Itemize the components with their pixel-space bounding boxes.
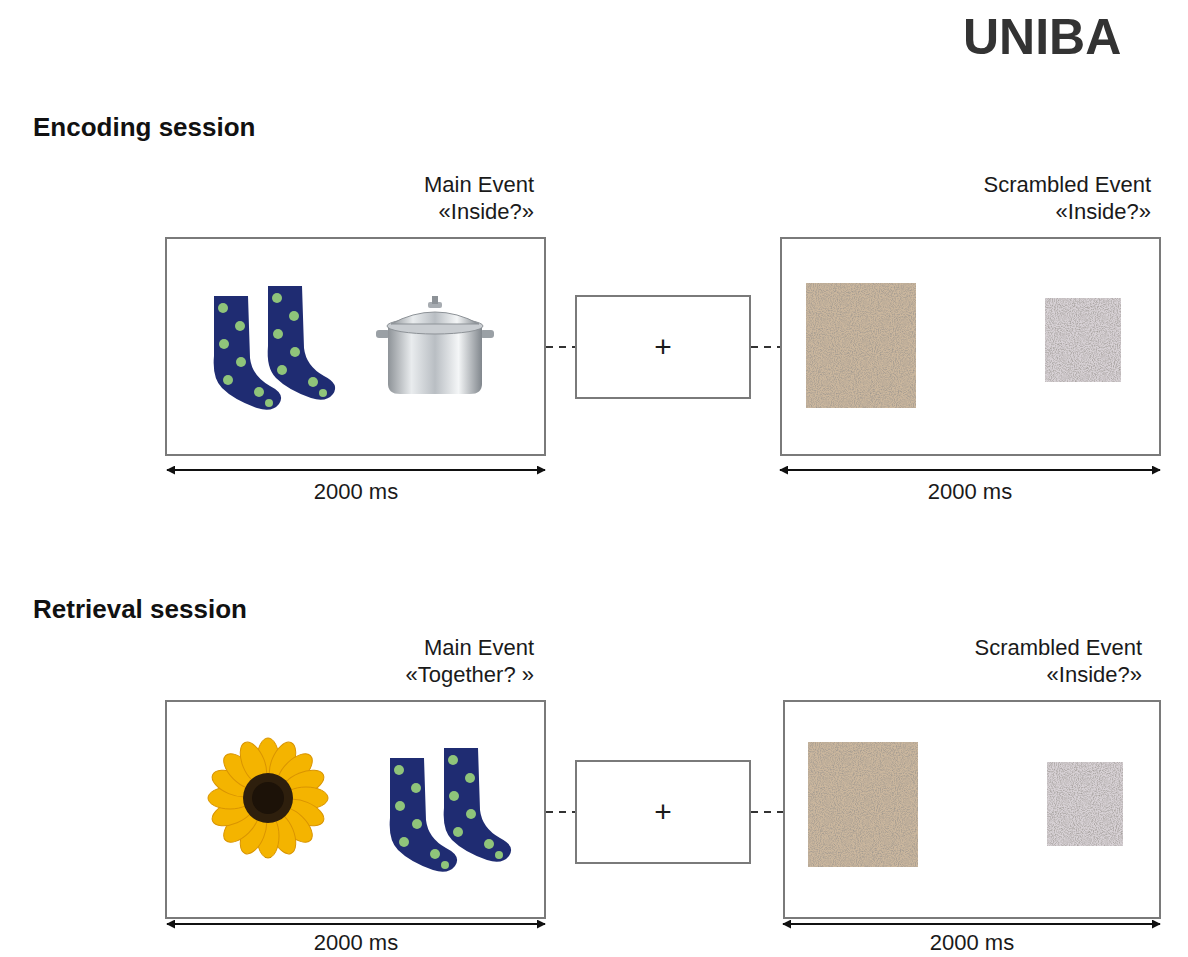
dashed-connector	[751, 346, 780, 348]
event-heading: Scrambled Event «Inside?»	[942, 635, 1142, 688]
fixation-cross: +	[654, 797, 672, 827]
fixation-cross: +	[654, 332, 672, 362]
duration-arrow	[167, 470, 1160, 924]
scrambled-picture	[806, 283, 1121, 408]
dashed-connector	[546, 346, 575, 348]
logo-text: UNIBA	[963, 10, 1121, 65]
dashed-connector	[546, 811, 575, 813]
session-heading: Encoding session	[33, 113, 256, 142]
stimulus-panel: Main Event «Together? »	[165, 700, 546, 919]
pot-picture	[376, 296, 494, 394]
duration-label: 2000 ms	[930, 931, 1014, 955]
stimulus-panel: Scrambled Event «Inside?»	[783, 700, 1161, 919]
session-heading: Retrieval session	[33, 595, 247, 624]
box-content: +	[577, 762, 749, 862]
dashed-connector	[751, 811, 783, 813]
socks-picture	[214, 286, 335, 410]
stimulus-panel: Main Event «Inside?»	[165, 237, 546, 456]
event-heading: Main Event «Together? »	[384, 635, 534, 688]
event-heading: Main Event «Inside?»	[384, 172, 534, 225]
sunflower-picture	[208, 738, 328, 858]
stimulus-panel: Scrambled Event «Inside?»	[780, 237, 1161, 456]
socks-picture	[390, 748, 511, 872]
event-heading: Scrambled Event «Inside?»	[951, 172, 1151, 225]
scrambled-picture	[808, 742, 1123, 867]
duration-label: 2000 ms	[314, 931, 398, 955]
fixation-box: +	[575, 760, 751, 864]
fixation-box: +	[575, 295, 751, 399]
duration-label: 2000 ms	[314, 480, 398, 504]
box-content: +	[577, 297, 749, 397]
duration-label: 2000 ms	[928, 480, 1012, 504]
